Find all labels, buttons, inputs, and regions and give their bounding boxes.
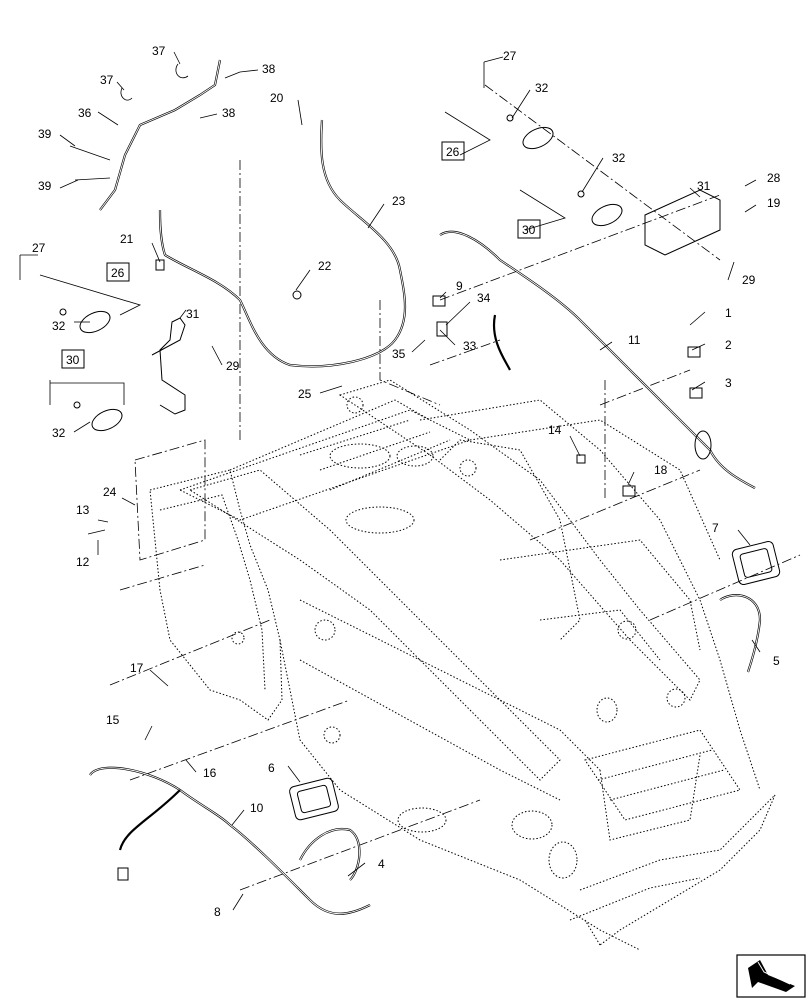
marker-lamps xyxy=(79,126,623,432)
callout-12: 12 xyxy=(76,555,90,569)
callout-29-left: 29 xyxy=(226,359,240,373)
callout-8: 8 xyxy=(214,905,221,919)
callout-28: 28 xyxy=(767,171,781,185)
callout-9: 9 xyxy=(456,279,463,293)
callout-33: 33 xyxy=(463,339,477,353)
callout-27-right: 27 xyxy=(503,49,517,63)
leader-lines xyxy=(20,51,761,911)
callout-32-right-bottom: 32 xyxy=(612,151,626,165)
boxed-callout-26-left: 26 xyxy=(111,266,125,280)
boxed-callouts: 26 30 26 30 xyxy=(61,141,541,369)
callout-32-right-top: 32 xyxy=(535,81,549,95)
callout-37-top: 37 xyxy=(152,44,166,58)
callout-37-left: 37 xyxy=(100,73,114,87)
callout-labels: 1 2 3 4 5 6 7 8 9 10 11 12 13 14 15 16 1… xyxy=(32,44,781,919)
callout-5: 5 xyxy=(773,654,780,668)
callout-15: 15 xyxy=(106,713,120,727)
loader-frame xyxy=(149,379,776,951)
callout-11: 11 xyxy=(628,333,641,347)
callout-23: 23 xyxy=(392,194,406,208)
bracket-groups xyxy=(19,62,566,405)
callout-25: 25 xyxy=(298,387,312,401)
harness-11 xyxy=(439,230,756,489)
boxed-callout-26-right: 26 xyxy=(446,145,460,159)
work-lamp-7 xyxy=(731,541,781,585)
callout-36: 36 xyxy=(78,106,92,120)
callout-39-bottom: 39 xyxy=(38,179,52,193)
callout-38-middle: 38 xyxy=(222,106,236,120)
view-direction-arrow-icon xyxy=(736,954,806,998)
callout-22: 22 xyxy=(318,259,332,273)
callout-7: 7 xyxy=(712,521,719,535)
callout-10: 10 xyxy=(250,801,264,815)
callout-32-left-bottom: 32 xyxy=(52,426,66,440)
callout-34: 34 xyxy=(477,291,491,305)
lamp-brackets xyxy=(151,189,721,415)
callout-3: 3 xyxy=(725,376,732,390)
boxed-callout-30-right: 30 xyxy=(522,223,536,237)
callout-38-top: 38 xyxy=(262,62,276,76)
callout-4: 4 xyxy=(378,857,385,871)
harness-23 xyxy=(158,119,407,368)
callout-17: 17 xyxy=(130,661,144,675)
callout-32-left-top: 32 xyxy=(52,319,66,333)
callout-2: 2 xyxy=(725,338,732,352)
callout-24: 24 xyxy=(103,485,117,499)
boxed-callout-30-left: 30 xyxy=(66,353,80,367)
callout-27-left: 27 xyxy=(32,241,46,255)
callout-35: 35 xyxy=(392,347,406,361)
callout-1: 1 xyxy=(725,306,732,320)
callout-19: 19 xyxy=(767,196,781,210)
callout-13: 13 xyxy=(76,503,90,517)
work-lamp-6 xyxy=(289,777,339,821)
callout-31-left: 31 xyxy=(186,307,200,321)
callout-6: 6 xyxy=(268,761,275,775)
harness-39-36-37-38 xyxy=(69,59,241,211)
callout-20: 20 xyxy=(270,91,284,105)
callout-18: 18 xyxy=(654,463,668,477)
callout-39-top: 39 xyxy=(38,127,52,141)
callout-16: 16 xyxy=(203,766,217,780)
harness-4 xyxy=(299,827,361,881)
harness-10 xyxy=(89,766,371,915)
callout-21: 21 xyxy=(120,232,134,246)
callout-29-right: 29 xyxy=(742,273,756,287)
small-hardware xyxy=(59,114,703,497)
callout-31-right: 31 xyxy=(697,179,711,193)
callout-14: 14 xyxy=(548,423,562,437)
harness-5 xyxy=(719,594,762,673)
